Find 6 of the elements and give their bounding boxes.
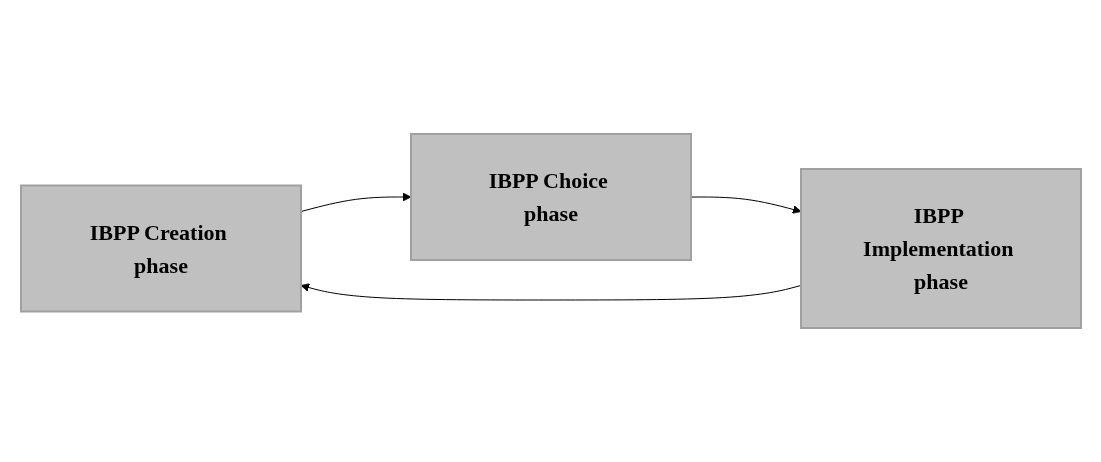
node-box: IBPP Implementation phase [799,168,1082,329]
arrow [300,283,801,301]
arrow [300,192,411,213]
node-box: IBPP Choice phase [409,133,692,261]
arrow [690,196,801,214]
node-box: IBPP Creation phase [19,184,302,313]
